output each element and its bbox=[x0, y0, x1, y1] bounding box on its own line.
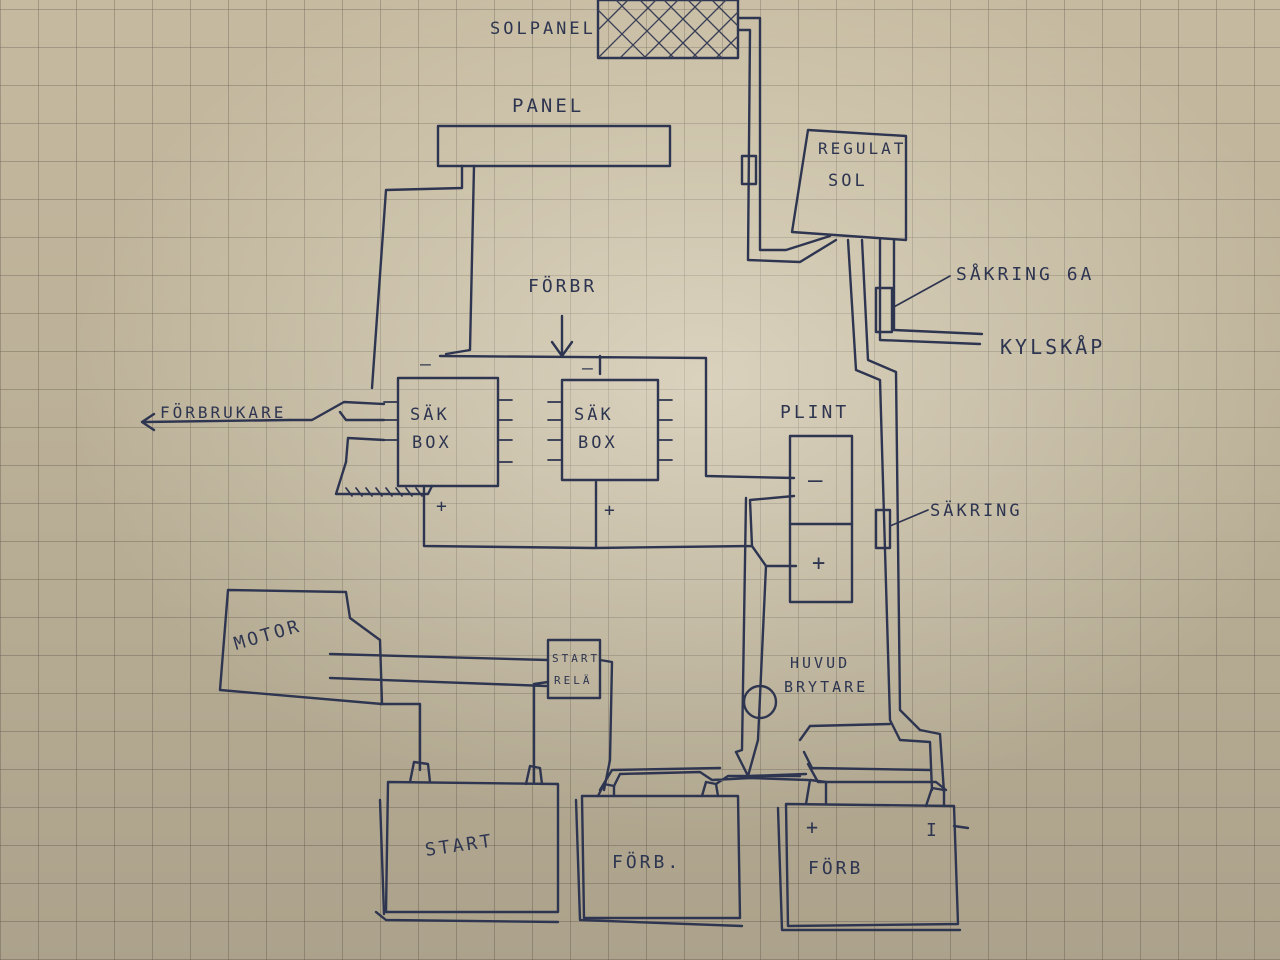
box1-minus: – bbox=[420, 354, 434, 375]
forbrukare-arrow bbox=[140, 412, 292, 432]
huvudbrytare-line1: HUVUD bbox=[790, 654, 850, 672]
consumer-cable bbox=[288, 400, 386, 464]
regulator-box bbox=[790, 128, 908, 242]
start-rele-line1: START bbox=[552, 652, 600, 665]
forbrukare-label: FÖRBRUKARE bbox=[160, 403, 286, 422]
box2-plus: + bbox=[604, 500, 618, 521]
start-rele-line2: RELÄ bbox=[554, 674, 593, 687]
sak-box-2-line1: SÄK bbox=[574, 404, 614, 425]
fuse-box-2 bbox=[560, 378, 660, 482]
fuse-leader bbox=[889, 509, 929, 527]
terminal-block bbox=[788, 434, 854, 604]
battery-interconnect bbox=[598, 722, 948, 792]
forbr-label: FÖRBR bbox=[528, 275, 597, 297]
solar-cable-fuse bbox=[740, 154, 758, 186]
solar-cable bbox=[736, 16, 838, 264]
fuse-6a bbox=[874, 286, 894, 334]
regulator-label-line2: SOL bbox=[828, 171, 868, 191]
kylskap-label: KYLSKÅP bbox=[1000, 335, 1105, 359]
panel-label: PANEL bbox=[512, 95, 584, 117]
ground-wire bbox=[334, 460, 434, 496]
fuse-6a-leader bbox=[891, 275, 951, 309]
sak-box-2-line2: BOX bbox=[578, 433, 618, 453]
plint-minus: – bbox=[808, 466, 825, 494]
battery-forb-2 bbox=[776, 778, 970, 932]
sak-box-1-line2: BOX bbox=[412, 433, 452, 453]
solar-panel-hatching bbox=[597, 0, 739, 59]
box1-plus: + bbox=[436, 496, 450, 517]
motor-box bbox=[218, 588, 384, 706]
battery-start-label: START bbox=[424, 831, 495, 861]
start-relay bbox=[546, 638, 602, 700]
battery3-minus: I bbox=[926, 820, 940, 841]
battery-forb-1-label: FÖRB. bbox=[612, 851, 681, 873]
sakring-label: SÄKRING bbox=[930, 500, 1023, 521]
positive-bus bbox=[422, 480, 798, 568]
fuse-box-1-terminals bbox=[383, 399, 513, 463]
box2-minus: – bbox=[582, 358, 596, 379]
motor-starter-cable bbox=[328, 652, 550, 772]
battery-forb-2-label: FÖRB bbox=[808, 857, 863, 879]
regulator-label-line1: REGULAT bbox=[818, 139, 906, 158]
solar-panel bbox=[596, 0, 740, 60]
relay-battery-cable bbox=[532, 658, 614, 792]
regulator-battery-cable bbox=[846, 238, 946, 794]
sak-box-1-line1: SÄK bbox=[410, 404, 450, 425]
fuse-main-line bbox=[874, 508, 892, 550]
main-switch-cable bbox=[734, 496, 768, 778]
forbr-arrow bbox=[550, 314, 574, 358]
huvudbrytare-line2: BRYTARE bbox=[784, 678, 868, 696]
control-panel bbox=[436, 124, 672, 168]
fuse-box-1 bbox=[396, 376, 500, 488]
main-switch bbox=[742, 684, 778, 720]
battery3-plus: + bbox=[806, 815, 821, 839]
ground-wire-hatching bbox=[345, 487, 423, 497]
fridge-cable bbox=[878, 238, 984, 346]
sakring-6a-label: SÅKRING 6A bbox=[956, 263, 1094, 285]
panel-cable bbox=[370, 164, 476, 390]
fuse-box-2-terminals bbox=[547, 399, 673, 461]
battery-start bbox=[374, 760, 560, 924]
plint-label: PLINT bbox=[780, 402, 849, 423]
motor-label: MOTOR bbox=[232, 616, 304, 655]
plint-plus: + bbox=[812, 551, 828, 576]
solpanel-label: SOLPANEL bbox=[490, 19, 596, 39]
negative-bus bbox=[438, 354, 796, 480]
